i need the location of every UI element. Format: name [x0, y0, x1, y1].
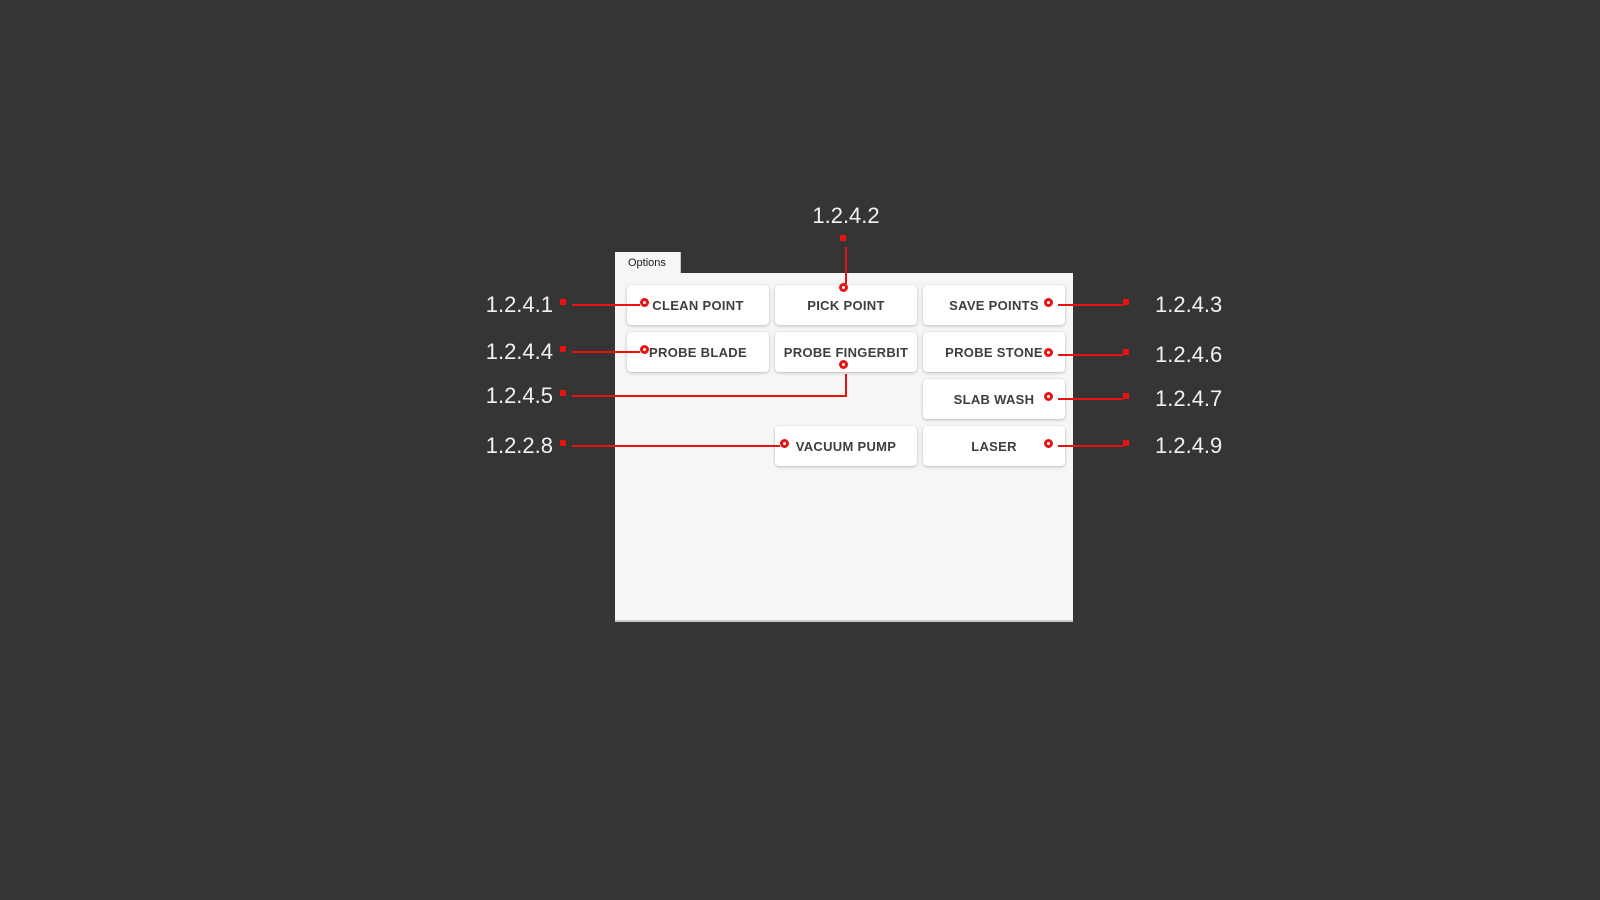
callout-line: [1058, 354, 1123, 356]
callout-circle-marker: [780, 439, 789, 448]
callout-line: [845, 247, 847, 284]
callout-square-marker: [560, 440, 566, 446]
callout-square-marker: [840, 235, 846, 241]
callout-line: [1058, 304, 1123, 306]
callout-label: 1.2.2.8: [485, 433, 553, 458]
button-vacuum-pump[interactable]: VACUUM PUMP: [775, 426, 917, 466]
button-clean-point[interactable]: CLEAN POINT: [627, 285, 769, 325]
options-panel: CLEAN POINT PICK POINT SAVE POINTS PROBE…: [615, 273, 1073, 622]
callout-line: [572, 304, 640, 306]
callout-circle-marker: [640, 298, 649, 307]
callout-label: 1.2.4.6: [1155, 342, 1223, 367]
button-slab-wash[interactable]: SLAB WASH: [923, 379, 1065, 419]
callout-circle-marker: [839, 360, 848, 369]
callout-line: [572, 395, 847, 397]
button-pick-point[interactable]: PICK POINT: [775, 285, 917, 325]
button-save-points[interactable]: SAVE POINTS: [923, 285, 1065, 325]
callout-square-marker: [1123, 349, 1129, 355]
callout-label: 1.2.4.3: [1155, 292, 1223, 317]
button-laser[interactable]: LASER: [923, 426, 1065, 466]
callout-label: 1.2.4.5: [485, 383, 553, 408]
callout-circle-marker: [640, 345, 649, 354]
callout-label: 1.2.4.4: [485, 339, 553, 364]
callout-circle-marker: [839, 283, 848, 292]
callout-circle-marker: [1044, 439, 1053, 448]
button-probe-stone[interactable]: PROBE STONE: [923, 332, 1065, 372]
callout-circle-marker: [1044, 298, 1053, 307]
callout-square-marker: [1123, 440, 1129, 446]
callout-square-marker: [560, 346, 566, 352]
callout-label: 1.2.4.7: [1155, 386, 1223, 411]
button-probe-blade[interactable]: PROBE BLADE: [627, 332, 769, 372]
callout-label: 1.2.4.9: [1155, 433, 1223, 458]
callout-square-marker: [560, 390, 566, 396]
callout-line: [572, 445, 780, 447]
callout-circle-marker: [1044, 392, 1053, 401]
callout-label: 1.2.4.2: [812, 203, 880, 228]
callout-line: [845, 374, 847, 397]
callout-line: [1058, 445, 1123, 447]
tab-options[interactable]: Options: [615, 252, 681, 273]
callout-square-marker: [1123, 299, 1129, 305]
callout-label: 1.2.4.1: [485, 292, 553, 317]
callout-line: [572, 351, 640, 353]
callout-square-marker: [1123, 393, 1129, 399]
callout-square-marker: [560, 299, 566, 305]
callout-circle-marker: [1044, 348, 1053, 357]
callout-line: [1058, 398, 1123, 400]
